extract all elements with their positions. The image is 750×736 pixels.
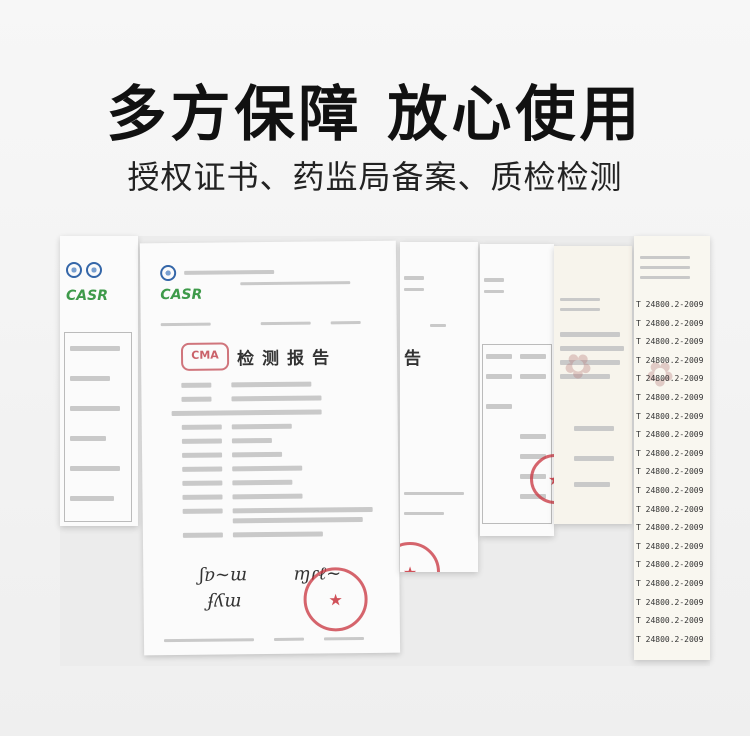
standard-row: T 24800.2-2009: [636, 318, 704, 328]
subline: 授权证书、药监局备案、质检检测: [127, 158, 623, 196]
signature-1: ʃɐ~ɯ: [199, 564, 248, 586]
cas-logo: CASR: [66, 288, 108, 304]
standard-row: T 24800.2-2009: [636, 374, 704, 384]
standard-row: T 24800.2-2009: [636, 448, 704, 458]
standard-row: T 24800.2-2009: [636, 541, 704, 551]
institute-emblem-icon: [160, 264, 177, 282]
headline: 多方保障 放心使用: [106, 80, 644, 150]
table-block: [482, 344, 552, 524]
standard-row: T 24800.2-2009: [636, 504, 704, 514]
report-title: 检测报告: [236, 348, 338, 370]
standard-row: T 24800.2-2009: [636, 634, 704, 644]
standard-row: T 24800.2-2009: [636, 467, 704, 477]
cas-logo: CASR: [160, 286, 203, 304]
standard-row: T 24800.2-2009: [636, 337, 704, 347]
certificate-collage: CASR CASR CMA 检测报告: [60, 236, 710, 666]
standard-row: T 24800.2-2009: [636, 597, 704, 607]
test-report-document: CASR CMA 检测报告: [139, 240, 401, 656]
table-block: [64, 332, 132, 522]
cma-mark: CMA: [180, 342, 230, 371]
standard-row: T 24800.2-2009: [636, 486, 704, 495]
standard-row: T 24800.2-2009: [636, 355, 704, 365]
third-report-document: ★: [480, 244, 554, 536]
standard-row: T 24800.2-2009: [636, 560, 704, 570]
institute-emblem-icon: [86, 262, 102, 278]
second-report-document: 告 ★: [400, 242, 478, 572]
standard-row: T 24800.2-2009: [636, 300, 704, 309]
standard-row: T 24800.2-2009: [636, 523, 704, 533]
standard-row: T 24800.2-2009: [636, 393, 704, 402]
institute-emblem-icon: [66, 262, 82, 278]
certificate-document: ✿: [554, 246, 632, 524]
red-seal-stamp: ★: [400, 542, 440, 572]
signature-3: ʄʎɯ: [207, 590, 242, 612]
standard-row: T 24800.2-2009: [636, 411, 704, 421]
standard-row: T 24800.2-2009: [636, 579, 704, 588]
standard-row: T 24800.2-2009: [636, 616, 704, 626]
red-seal-stamp: ★: [303, 566, 368, 632]
left-partial-document: CASR: [60, 236, 138, 526]
report-title-fragment: 告: [404, 349, 429, 369]
standard-row: T 24800.2-2009: [636, 430, 704, 440]
